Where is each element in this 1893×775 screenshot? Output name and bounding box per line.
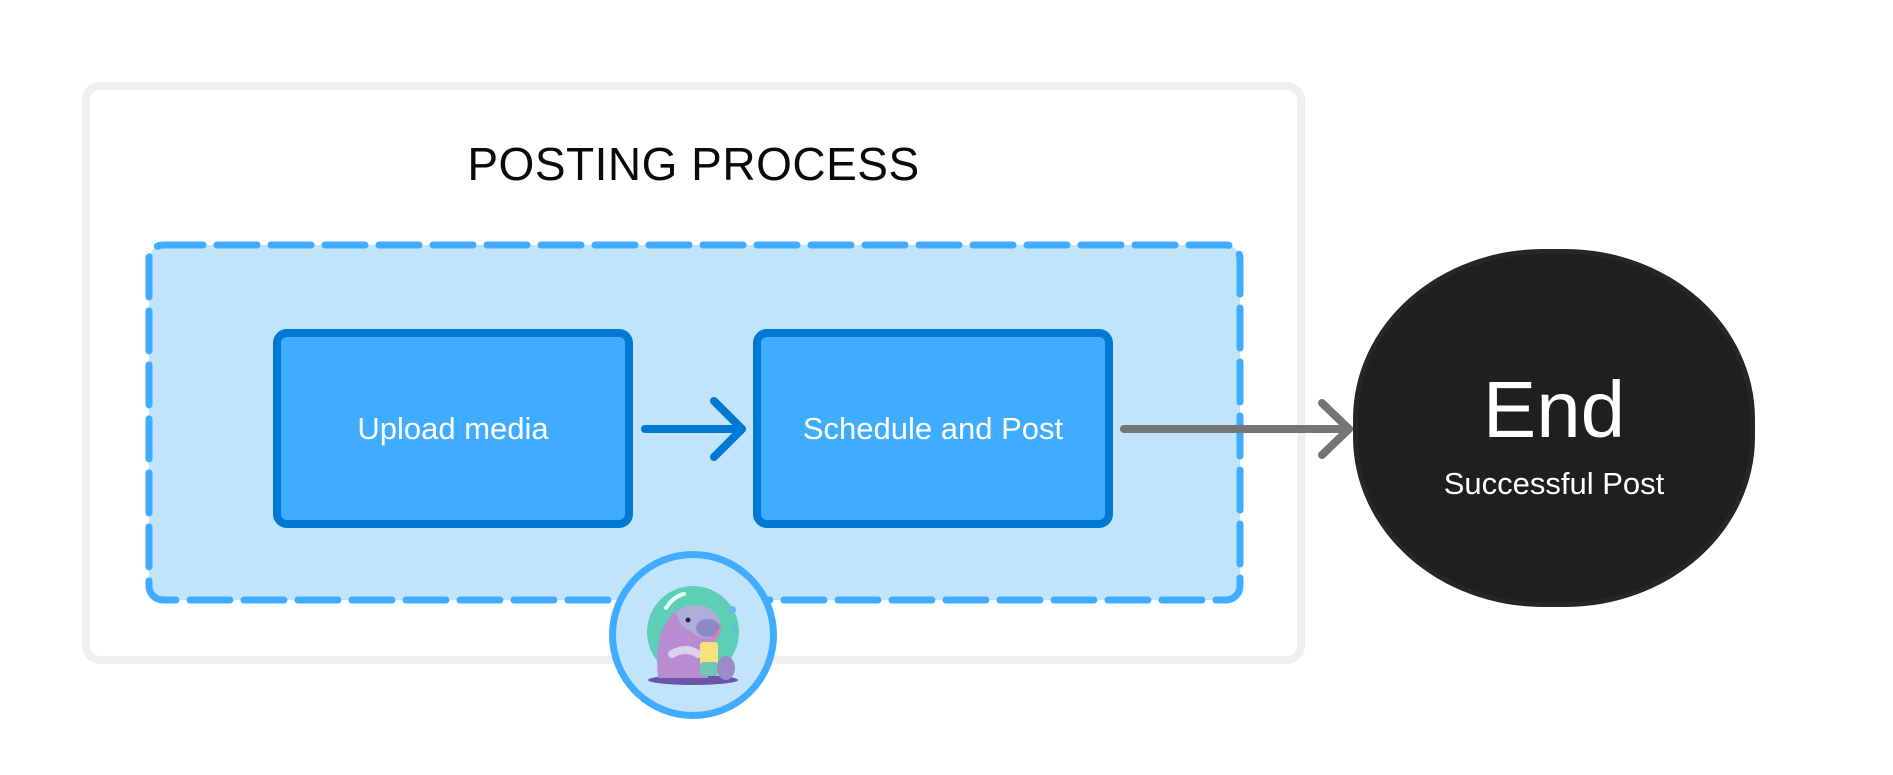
step-schedule-and-post[interactable]: Schedule and Post [753, 329, 1113, 528]
step-upload-media[interactable]: Upload media [273, 329, 633, 528]
end-title: End [1482, 365, 1626, 454]
manatee-mascot-icon [647, 586, 739, 685]
arrowhead-icon [1318, 399, 1353, 459]
group-title: POSTING PROCESS [467, 138, 920, 190]
avatar[interactable] [609, 551, 777, 719]
step-label: Schedule and Post [802, 410, 1064, 446]
step-label: Upload media [357, 410, 549, 446]
end-node[interactable]: End Successful Post [1353, 249, 1755, 607]
end-subtitle: Successful Post [1443, 466, 1665, 501]
